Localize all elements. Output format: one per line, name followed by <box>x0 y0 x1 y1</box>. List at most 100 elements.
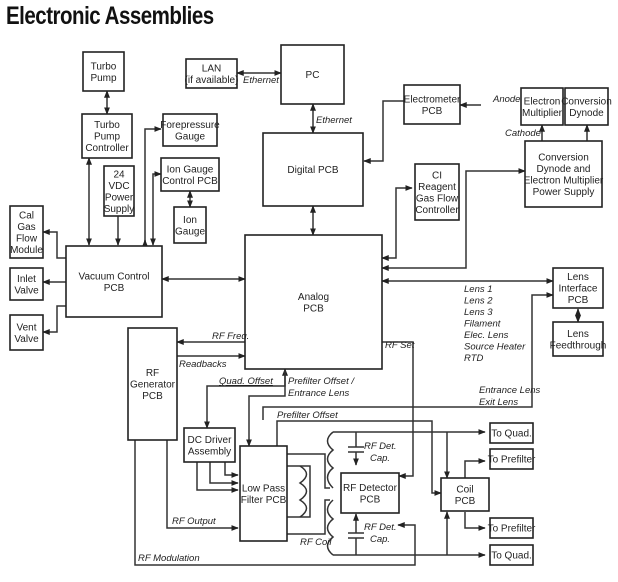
block-label: PCB <box>422 106 443 117</box>
block-to-prefilter-bottom: To Prefilter <box>488 517 536 539</box>
block-label: Ion <box>183 215 197 226</box>
signal-lens-item: Lens 3 <box>464 307 493 318</box>
block-border <box>552 321 604 357</box>
wire-rf-set <box>382 341 414 479</box>
signal-lens-item: RTD <box>464 353 483 364</box>
block-border <box>552 267 604 309</box>
block-label: Lens <box>567 272 589 283</box>
block-border <box>440 477 490 512</box>
signal-rf-coil: RF Coil <box>300 537 332 548</box>
block-label: Lens <box>567 329 589 340</box>
wire-analog-powersupply <box>381 168 526 271</box>
block-border <box>524 140 603 208</box>
block-border <box>183 427 236 463</box>
block-label: Dynode and <box>537 164 591 175</box>
block-label: Multiplier <box>522 108 563 119</box>
block-border <box>185 58 238 89</box>
signal-rf-det-cap-bottom-1: RF Det. <box>364 522 397 533</box>
block-border <box>489 448 534 470</box>
page-title: Electronic Assemblies <box>6 2 214 30</box>
block-label: Dynode <box>569 108 604 119</box>
wire-dc-lpf-1 <box>224 461 239 478</box>
block-label: Analog <box>298 292 329 303</box>
block-border <box>162 113 218 147</box>
wire-dc-lpf-3 <box>196 461 239 493</box>
block-border <box>9 267 44 301</box>
block-border <box>160 157 220 192</box>
block-label: Reagent <box>418 182 456 193</box>
block-label: Valve <box>14 285 39 296</box>
signal-rf-det-cap-top-2: Cap. <box>370 453 390 464</box>
block-digital-pcb: Digital PCB <box>262 132 364 207</box>
block-border <box>403 84 461 125</box>
block-label: Forepressure <box>160 120 220 131</box>
block-label: Low Pass <box>242 483 285 494</box>
wire-vacuum-vent <box>42 305 66 335</box>
block-label: PC <box>306 70 320 81</box>
block-border <box>9 314 44 351</box>
wire-prefilter-offset <box>276 420 442 496</box>
signal-lens-item: Elec. Lens <box>464 330 509 341</box>
block-label: Controller <box>415 205 459 216</box>
block-border <box>239 445 288 542</box>
block-label: LAN <box>202 63 221 74</box>
block-label: CI <box>432 170 442 181</box>
block-to-quad-top: To Quad. <box>489 422 534 444</box>
block-border <box>127 327 178 441</box>
signal-rf-det-cap-top-1: RF Det. <box>364 441 397 452</box>
block-label: Cal <box>19 210 34 221</box>
block-label: Coil <box>456 484 473 495</box>
block-label: Assembly <box>188 446 231 457</box>
block-label: Turbo <box>94 120 120 131</box>
wire-ci-reagent <box>381 185 413 261</box>
block-label: PCB <box>104 283 125 294</box>
signal-quad-offset: Quad. Offset <box>219 376 273 387</box>
block-label: Electrometer <box>404 94 461 105</box>
block-border <box>81 113 133 159</box>
block-border <box>65 245 163 318</box>
signal-ethernet-lan: Ethernet <box>243 75 279 86</box>
block-border <box>340 472 400 514</box>
block-border <box>262 132 364 207</box>
block-border <box>9 205 44 259</box>
block-label: To Quad. <box>491 551 532 562</box>
wire-vacuum-calgas <box>42 229 66 259</box>
block-to-prefilter-top: To Prefilter <box>488 448 536 470</box>
block-label: Digital PCB <box>287 165 338 176</box>
wire-rf-modulation <box>134 440 416 566</box>
block-border <box>280 44 345 105</box>
block-label: Flow <box>16 233 38 244</box>
signal-entrance-lens: Entrance Lens <box>479 385 541 396</box>
block-label: Conversion <box>561 96 612 107</box>
block-border <box>489 517 534 539</box>
block-border <box>173 206 207 244</box>
signal-lens-item: Filament <box>464 319 501 330</box>
block-border <box>244 234 383 370</box>
block-label: Inlet <box>17 274 36 285</box>
block-border <box>520 87 564 126</box>
wire-forepressure <box>144 126 162 245</box>
signal-ethernet-pc: Ethernet <box>316 115 352 126</box>
wire-lpf-coil <box>287 465 311 518</box>
block-label: Feedthrough <box>550 340 607 351</box>
block-border <box>414 163 460 221</box>
block-label: RF <box>146 368 159 379</box>
block-border <box>82 51 125 92</box>
wire-rf-output <box>166 440 239 531</box>
block-label: Filter PCB <box>241 495 287 506</box>
block-label: Power Supply <box>533 187 595 198</box>
